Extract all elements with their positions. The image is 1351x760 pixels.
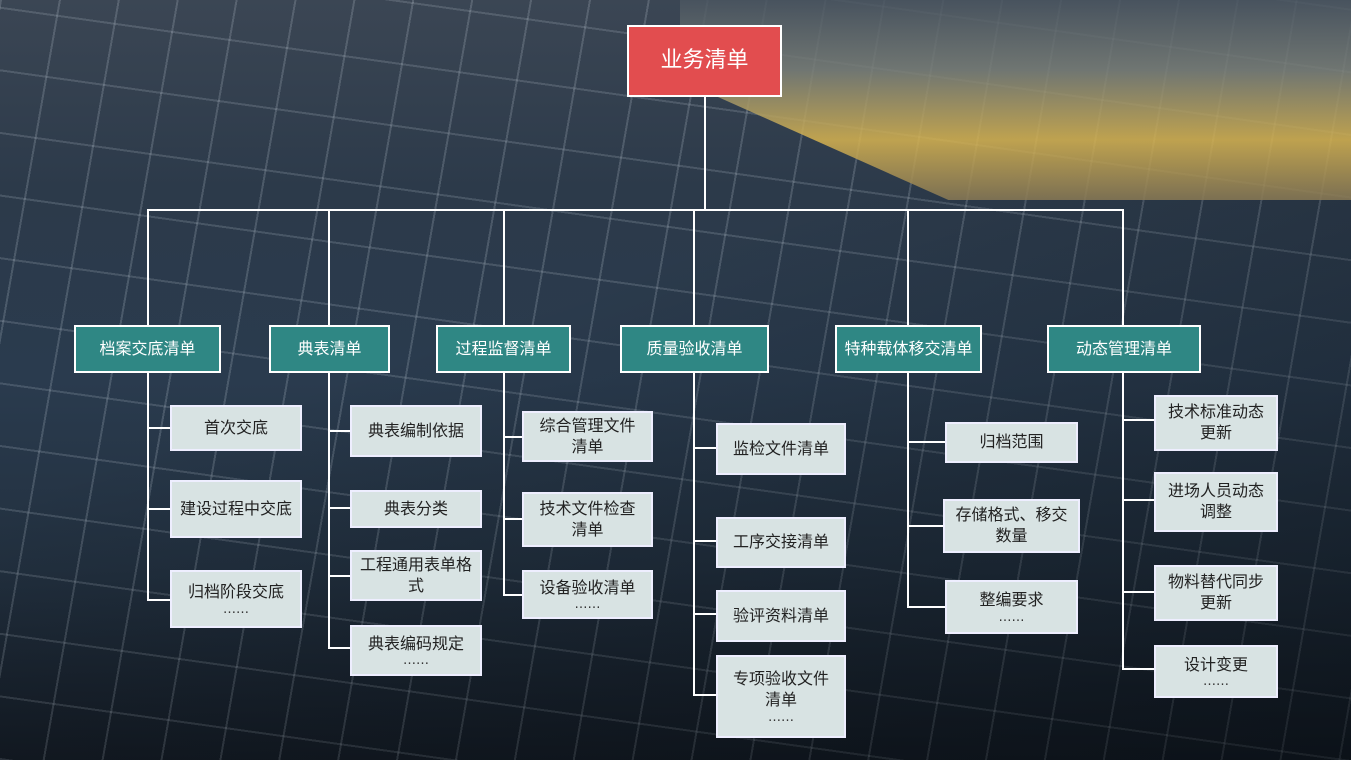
item-label: 综合管理文件清单: [539, 415, 636, 456]
item-node: 监检文件清单: [716, 423, 846, 475]
connector: [147, 209, 1124, 211]
connector: [693, 694, 717, 696]
item-node: 工程通用表单格式: [350, 550, 482, 601]
item-label: 典表分类: [383, 498, 448, 518]
item-node: 进场人员动态调整: [1154, 472, 1278, 532]
item-label: 设计变更: [1183, 654, 1248, 674]
item-label: 工序交接清单: [732, 532, 829, 552]
connector: [1122, 499, 1155, 501]
connector: [503, 594, 523, 596]
connector: [693, 447, 717, 449]
item-node: 技术文件检查清单: [522, 492, 653, 547]
item-label: 设备验收清单: [539, 577, 636, 597]
connector: [503, 210, 505, 325]
ellipsis: ……: [403, 653, 429, 669]
connector: [1122, 419, 1155, 421]
connector: [1122, 591, 1155, 593]
item-label: 典表编码规定: [367, 633, 464, 653]
item-node: 首次交底: [170, 405, 302, 451]
item-node: 工序交接清单: [716, 517, 846, 568]
item-node: 验评资料清单: [716, 590, 846, 642]
item-label: 归档阶段交底: [187, 582, 284, 602]
ellipsis: ……: [1203, 674, 1229, 690]
connector: [907, 525, 946, 527]
connector: [503, 436, 523, 438]
item-label: 工程通用表单格式: [360, 554, 473, 595]
item-node: 综合管理文件清单: [522, 411, 653, 462]
item-label: 专项验收文件清单: [732, 669, 829, 709]
category-label: 典表清单: [297, 338, 362, 358]
item-label: 进场人员动态调整: [1167, 481, 1264, 521]
connector: [147, 373, 149, 601]
item-node: 物料替代同步更新: [1154, 565, 1278, 621]
item-label: 典表编制依据: [367, 420, 464, 440]
item-node: 建设过程中交底: [170, 480, 302, 538]
item-node: 存储格式、移交数量: [943, 499, 1080, 553]
connector: [328, 507, 351, 509]
item-node: 归档阶段交底……: [170, 570, 302, 628]
item-label: 监检文件清单: [732, 438, 829, 458]
category-quality-acceptance: 质量验收清单: [620, 325, 769, 373]
item-label: 首次交底: [203, 417, 268, 437]
item-node: 技术标准动态更新: [1154, 395, 1278, 451]
item-label: 技术文件检查清单: [539, 498, 636, 539]
item-label: 物料替代同步更新: [1167, 572, 1264, 612]
connector: [907, 441, 946, 443]
item-node: 典表编制依据: [350, 405, 482, 457]
category-label: 质量验收清单: [646, 338, 743, 358]
item-node: 整编要求……: [945, 580, 1078, 634]
category-label: 动态管理清单: [1075, 338, 1172, 358]
connector: [328, 575, 351, 577]
connector: [1122, 668, 1155, 670]
category-archive-handover: 档案交底清单: [74, 325, 221, 373]
category-special-media: 特种载体移交清单: [835, 325, 982, 373]
connector: [693, 540, 717, 542]
connector: [907, 210, 909, 325]
connector: [328, 373, 330, 649]
connector: [704, 97, 706, 211]
item-label: 技术标准动态更新: [1167, 402, 1264, 442]
connector: [693, 210, 695, 325]
category-process-supervision: 过程监督清单: [436, 325, 571, 373]
connector: [328, 647, 351, 649]
ellipsis: ……: [223, 601, 249, 617]
connector: [147, 599, 171, 601]
ellipsis: ……: [768, 709, 794, 725]
root-label: 业务清单: [660, 47, 749, 73]
connector: [147, 210, 149, 325]
connector: [147, 508, 171, 510]
connector: [907, 606, 946, 608]
connector: [503, 518, 523, 520]
item-label: 整编要求: [979, 590, 1044, 610]
item-label: 存储格式、移交数量: [955, 505, 1068, 545]
ellipsis: ……: [998, 609, 1025, 625]
connector: [328, 210, 330, 325]
connector: [503, 373, 505, 596]
root-node: 业务清单: [627, 25, 782, 97]
item-node: 设计变更……: [1154, 645, 1278, 698]
connector: [147, 427, 171, 429]
connector: [693, 373, 695, 696]
item-label: 归档范围: [979, 432, 1044, 452]
item-label: 建设过程中交底: [180, 498, 293, 518]
connector: [1122, 210, 1124, 325]
category-forms: 典表清单: [269, 325, 390, 373]
category-label: 特种载体移交清单: [844, 339, 973, 359]
ellipsis: ……: [574, 597, 601, 613]
category-dynamic-management: 动态管理清单: [1047, 325, 1201, 373]
item-node: 设备验收清单……: [522, 570, 653, 619]
item-label: 验评资料清单: [732, 605, 829, 625]
category-label: 档案交底清单: [99, 338, 196, 358]
item-node: 专项验收文件清单……: [716, 655, 846, 738]
connector: [328, 430, 351, 432]
connector: [907, 373, 909, 608]
connector: [693, 613, 717, 615]
item-node: 典表编码规定……: [350, 625, 482, 676]
item-node: 典表分类: [350, 490, 482, 528]
category-label: 过程监督清单: [455, 338, 552, 358]
connector: [1122, 373, 1124, 670]
item-node: 归档范围: [945, 422, 1078, 463]
